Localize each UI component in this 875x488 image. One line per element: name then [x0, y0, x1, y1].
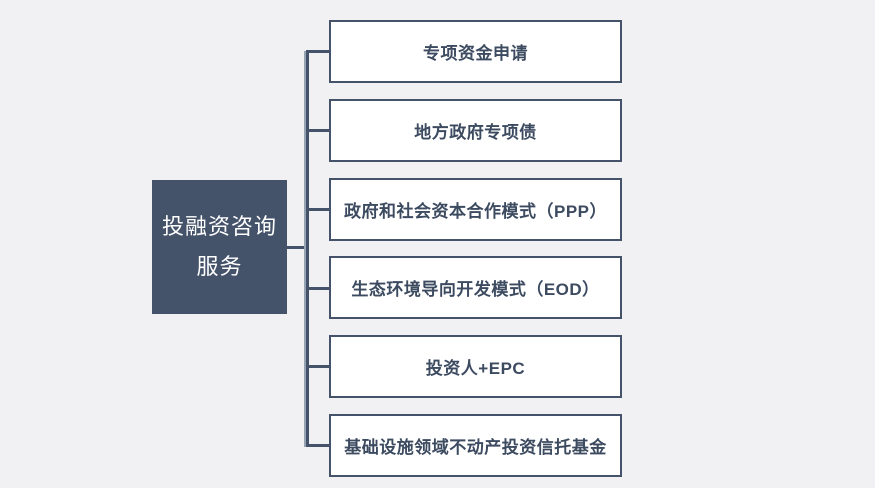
- branch-node-label: 政府和社会资本合作模式（PPP）: [343, 202, 608, 221]
- branch-connector-stub: [306, 208, 329, 211]
- branch-node-label: 地方政府专项债: [414, 123, 537, 142]
- branch-connector-stub: [306, 50, 329, 53]
- branch-node-label: 专项资金申请: [423, 44, 528, 63]
- branch-node-label: 基础设施领域不动产投资信托基金: [344, 438, 607, 457]
- root-node-label-line1: 投融资咨询: [161, 214, 277, 239]
- root-connector-line: [287, 246, 307, 249]
- root-node-label-line2: 服务: [196, 254, 243, 279]
- branch-node-eod-model[interactable]: 生态环境导向开发模式（EOD）: [329, 256, 622, 319]
- branch-node-special-fund-application[interactable]: 专项资金申请: [329, 20, 622, 83]
- branch-node-investor-plus-epc[interactable]: 投资人+EPC: [329, 335, 622, 398]
- trunk-connector-line: [304, 51, 309, 447]
- branch-connector-stub: [306, 129, 329, 132]
- branch-connector-stub: [306, 287, 329, 290]
- branch-connector-stub: [306, 444, 329, 447]
- branch-connector-stub: [306, 365, 329, 368]
- branch-node-infrastructure-reit[interactable]: 基础设施领域不动产投资信托基金: [329, 414, 622, 477]
- branch-node-ppp-model[interactable]: 政府和社会资本合作模式（PPP）: [329, 178, 622, 241]
- branch-node-label: 生态环境导向开发模式（EOD）: [351, 280, 600, 299]
- branch-node-local-gov-special-bond[interactable]: 地方政府专项债: [329, 99, 622, 162]
- branch-node-label: 投资人+EPC: [425, 359, 526, 378]
- root-node[interactable]: 投融资咨询 服务: [152, 180, 287, 314]
